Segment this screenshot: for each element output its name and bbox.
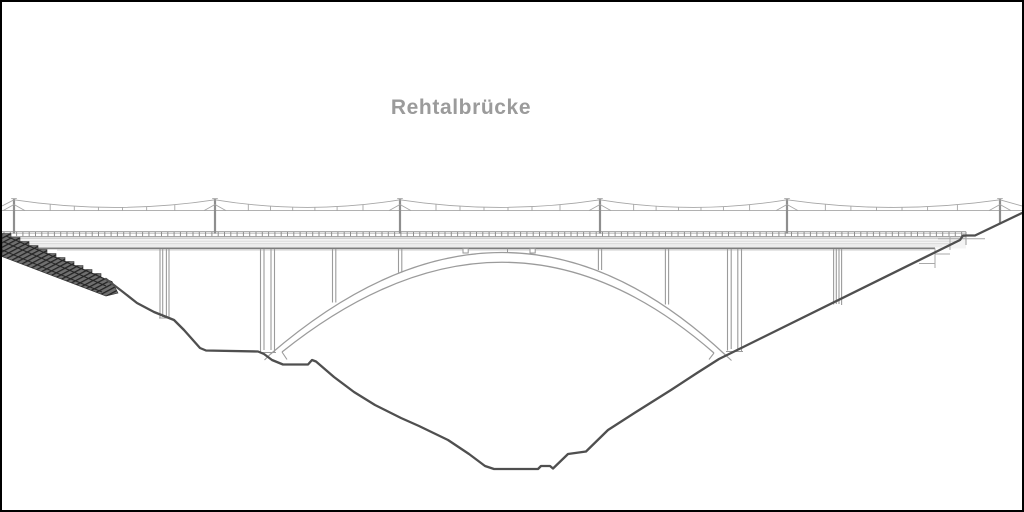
cantilever-arm — [2, 204, 26, 211]
right-abutment — [919, 236, 985, 268]
catenary-wire — [786, 199, 1001, 208]
pier-4 — [833, 249, 843, 305]
catenary-wire-end — [2, 199, 15, 207]
catenary-wire — [599, 199, 788, 208]
catenary-wire — [214, 199, 401, 208]
pier-3 — [726, 249, 743, 353]
cantilever-arm — [203, 204, 227, 211]
spandrel-column-3 — [597, 249, 603, 270]
main-arch — [264, 251, 732, 361]
crown-bearing-left — [462, 248, 469, 254]
catenary-wire-end — [999, 199, 1022, 207]
catenary-wire — [13, 199, 216, 208]
catenary-system — [2, 198, 1022, 234]
arch-extrados — [269, 251, 727, 356]
pier-2 — [259, 249, 276, 354]
cantilever-arm — [988, 204, 1012, 211]
terrain-profile — [104, 211, 1022, 471]
arch-intrados — [281, 261, 715, 354]
spandrel-column-2 — [397, 249, 403, 273]
crown-bearing-right — [529, 248, 536, 254]
catenary-wire — [399, 199, 601, 208]
drawing-title: Rehtalbrücke — [391, 96, 531, 119]
cantilever-arm — [388, 204, 412, 211]
spandrel-column-4 — [664, 249, 670, 305]
cantilever-arm — [775, 204, 799, 211]
spandrel-column-1 — [331, 249, 337, 303]
pier-1 — [159, 249, 170, 319]
deck-railing — [2, 231, 967, 237]
cantilever-arm — [588, 204, 612, 211]
piers-and-columns — [159, 248, 843, 354]
